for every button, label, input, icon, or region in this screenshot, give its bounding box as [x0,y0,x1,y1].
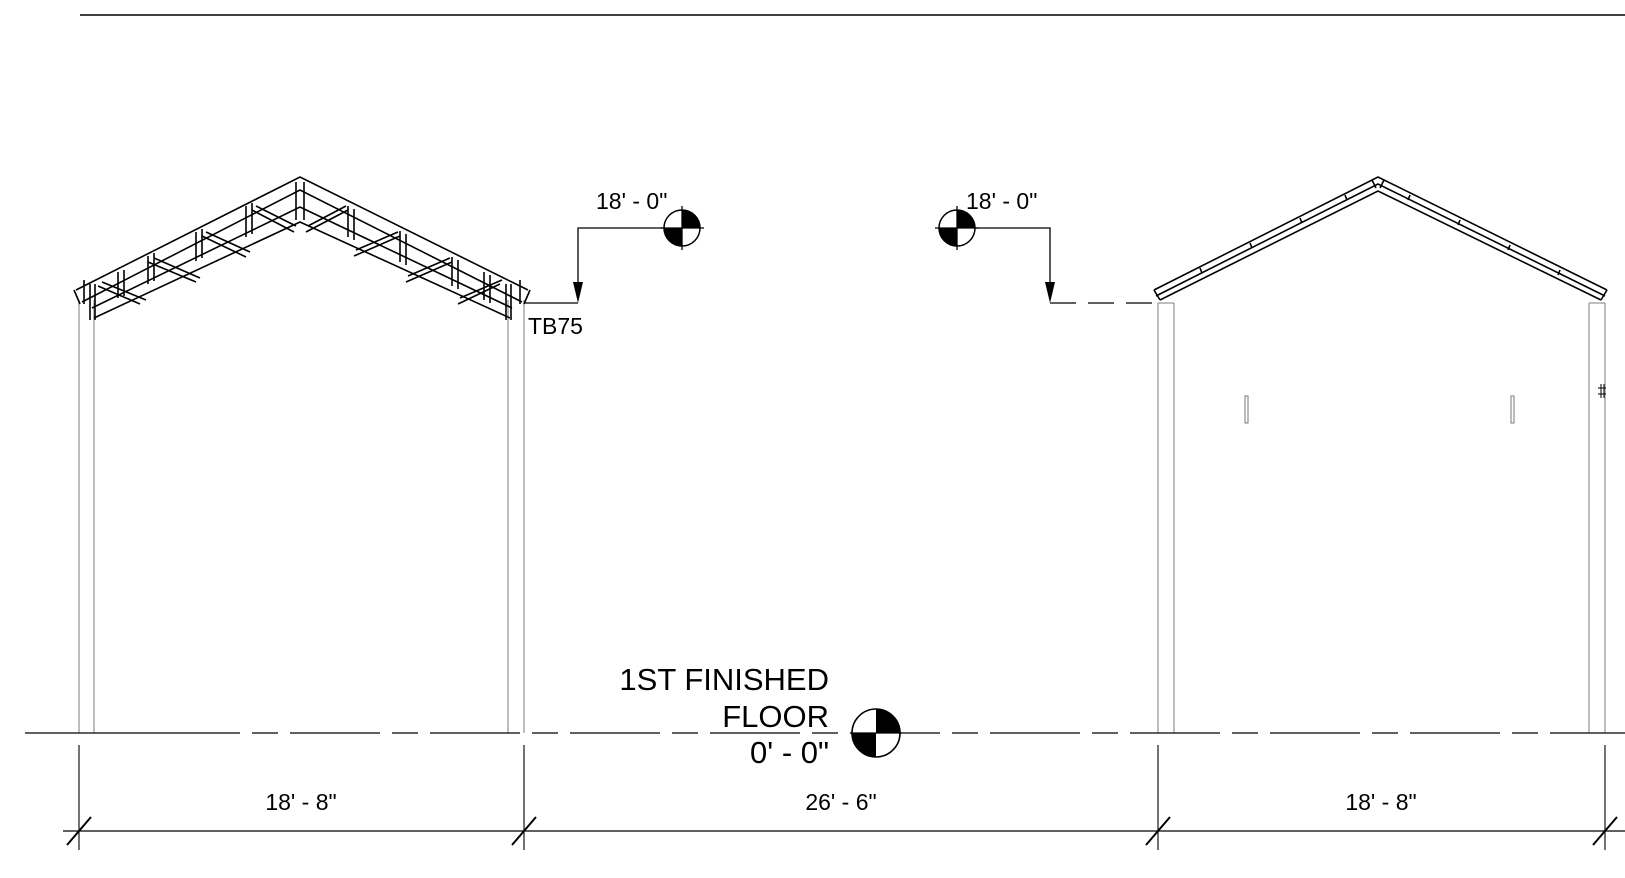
dimension-label-right: 18' - 8" [1345,789,1416,815]
level-marker-right: 18' - 0" [935,188,1158,304]
level-datum-symbol-left [660,206,704,250]
level-elevation-left: 18' - 0" [596,188,667,214]
roof-truss [73,176,531,320]
floor-level-name-line1: 1ST FINISHED [619,662,829,697]
floor-level-elevation: 0' - 0" [750,735,829,770]
left-building [73,176,578,733]
wall-opening-marker-right [1510,395,1515,424]
level-datum-symbol-right [935,206,979,250]
dimension-label-middle: 26' - 6" [805,789,876,815]
level-marker-left: 18' - 0" [573,188,704,303]
floor-level-name-line2: FLOOR [722,699,829,734]
gable-roof [1153,176,1608,301]
wall-opening-marker-left [1244,395,1249,424]
level-elevation-right: 18' - 0" [966,188,1037,214]
floor-level-datum-symbol [850,708,902,758]
wall-fixture-marker [1598,384,1606,398]
truss-tag: TB75 [528,313,583,339]
dimension-label-left: 18' - 8" [265,789,336,815]
dimension-string: 18' - 8" 26' - 6" 18' - 8" [63,745,1625,850]
right-building [1153,176,1608,733]
floor-level-label: 1ST FINISHED FLOOR 0' - 0" [619,662,902,770]
